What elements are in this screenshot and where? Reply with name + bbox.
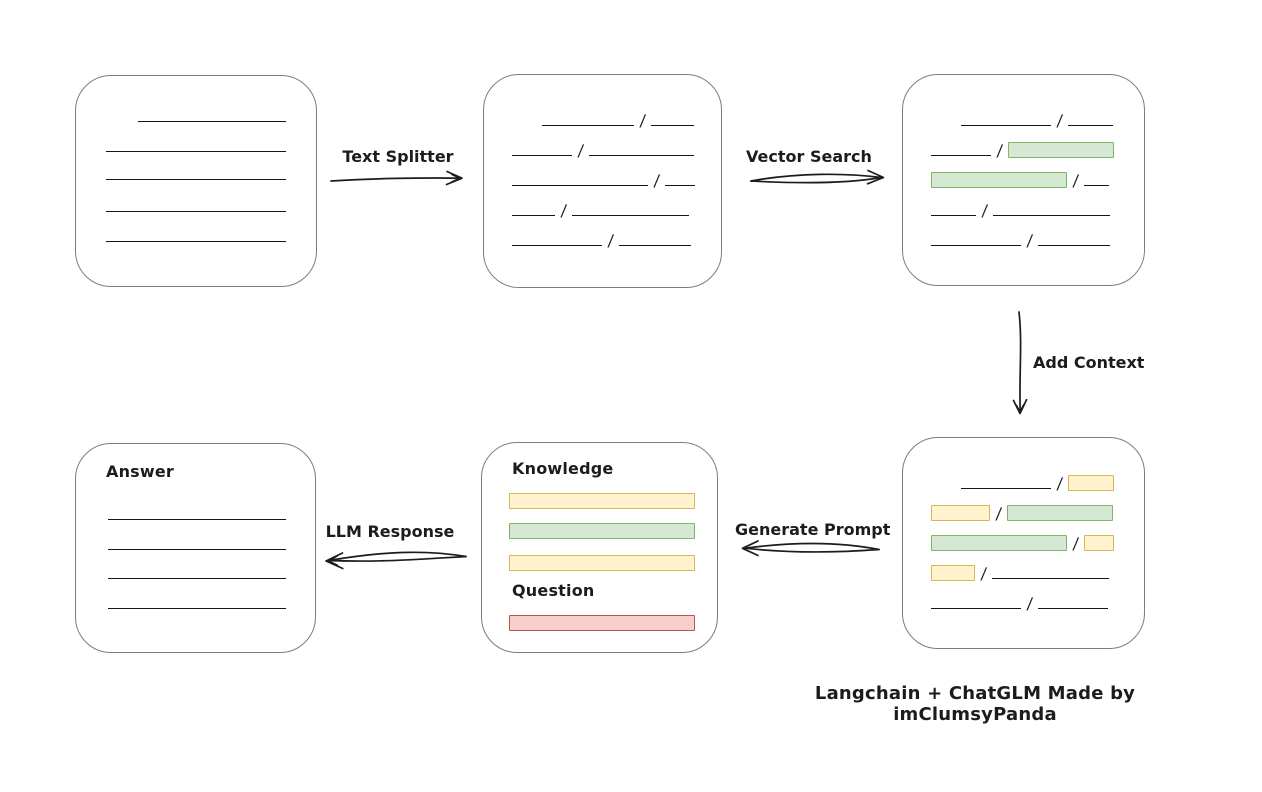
split-row: / [931,474,1115,493]
answer-box: Answer [75,443,316,653]
chunk-separator: / [1072,534,1080,553]
context-chunk-yellow [931,505,990,521]
text-splitter-label: Text Splitter [342,147,454,166]
split-row: / [931,141,1115,160]
text-line [108,549,286,550]
prompt-box: Knowledge Question [481,442,718,653]
knowledge-bar-yellow [509,493,695,509]
matched-chunk-green [931,172,1067,188]
text-line [106,211,286,212]
split-row: / [931,171,1114,190]
vector-rows: / / / / / [931,111,1115,250]
llm-response-arrow [325,551,467,570]
chunk-separator: / [1056,111,1064,130]
text-line [106,241,286,242]
split-row: / [931,111,1114,130]
knowledge-label: Knowledge [512,459,614,478]
split-row: / [512,141,695,160]
question-bar-red [509,615,695,631]
vector-result-box: / / / / / [902,74,1145,286]
diagram-caption: Langchain + ChatGLM Made by imClumsyPand… [814,683,1136,725]
add-context-label: Add Context [1033,353,1145,372]
split-rows: / / / / / [512,111,696,250]
split-row: / [931,504,1114,523]
text-line [108,578,286,579]
chunk-separator: / [980,564,988,583]
context-chunk-yellow [1068,475,1115,491]
matched-chunk-green [931,535,1067,551]
vector-search-arrow [750,169,885,185]
answer-label: Answer [106,462,175,481]
question-label: Question [512,581,595,600]
chunk-separator: / [1026,594,1034,613]
generate-prompt-label: Generate Prompt [735,520,891,539]
text-line [106,151,286,152]
matched-chunk-green [1008,142,1115,158]
chunk-separator: / [607,231,615,250]
document-box [75,75,317,287]
split-text-box: / / / / / [483,74,722,288]
split-row: / [931,564,1114,583]
context-chunk-yellow [931,565,975,581]
chunk-separator: / [653,171,661,190]
text-line [138,121,286,122]
chunk-separator: / [560,201,568,220]
knowledge-bar-green [509,523,695,539]
chunk-separator: / [1056,474,1064,493]
text-splitter-arrow [330,170,463,186]
add-context-arrow [1012,311,1028,415]
context-box: / / / / / [902,437,1145,649]
chunk-separator: / [1072,171,1080,190]
split-row: / [512,201,695,220]
split-row: / [512,171,696,190]
chunk-separator: / [996,141,1004,160]
split-row: / [931,594,1114,613]
vector-search-label: Vector Search [746,147,872,166]
split-row: / [512,111,695,130]
split-row: / [931,201,1114,220]
text-line [106,179,286,180]
matched-chunk-green [1007,505,1114,521]
generate-prompt-arrow [741,540,880,557]
chunk-separator: / [639,111,647,130]
context-chunk-yellow [1084,535,1115,551]
split-row: / [931,231,1114,250]
text-line [108,519,286,520]
chunk-separator: / [1026,231,1034,250]
split-row: / [931,534,1115,553]
llm-response-label: LLM Response [325,522,455,541]
chunk-separator: / [577,141,585,160]
text-line [108,608,286,609]
chunk-separator: / [995,504,1003,523]
knowledge-bar-yellow [509,555,695,571]
split-row: / [512,231,695,250]
context-rows: / / / / / [931,474,1115,613]
chunk-separator: / [981,201,989,220]
